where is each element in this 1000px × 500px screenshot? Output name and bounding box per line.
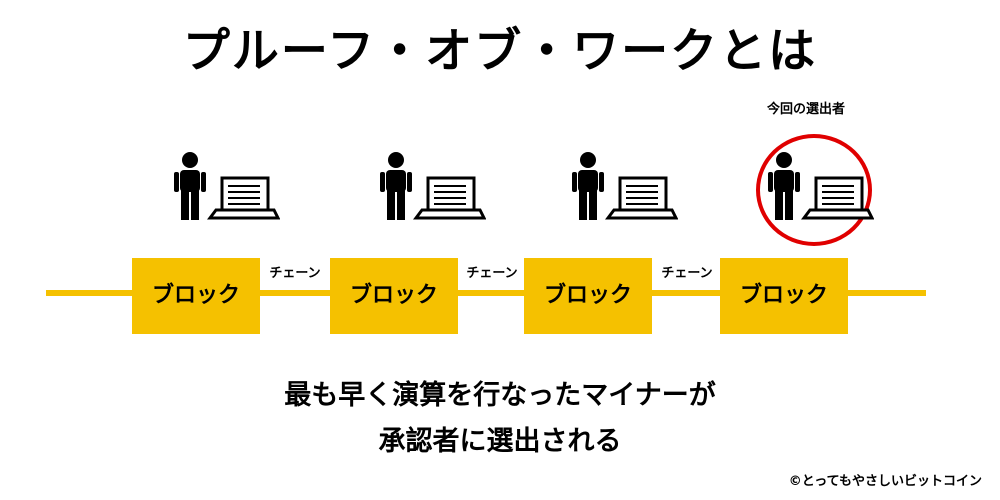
caption-line-1: 最も早く演算を行なったマイナーが [284,380,716,411]
chain-label-1: チェーン [269,266,321,281]
chain-label-2: チェーン [466,266,518,281]
block-2: ブロック [330,258,458,334]
page-title: プルーフ・オブ・ワークとは [182,24,818,79]
block-1: ブロック [132,258,260,334]
person-with-laptop-icon [572,152,678,220]
selected-miner-label: 今回の選出者 [766,102,845,117]
person-with-laptop-icon [380,152,486,220]
copyright-text: ©とってもやさしいビットコイン [788,474,982,489]
miner-2 [376,150,486,226]
chain-label-3: チェーン [661,266,713,281]
selected-miner-highlight-circle [756,134,872,246]
caption-line-2: 承認者に選出される [378,426,622,457]
miner-1 [170,150,280,226]
miner-4-selected [764,150,874,226]
chain-line [46,290,926,296]
person-with-laptop-icon [174,152,280,220]
miner-3 [568,150,678,226]
person-with-laptop-icon [768,152,874,220]
block-4: ブロック [720,258,848,334]
block-3: ブロック [524,258,652,334]
